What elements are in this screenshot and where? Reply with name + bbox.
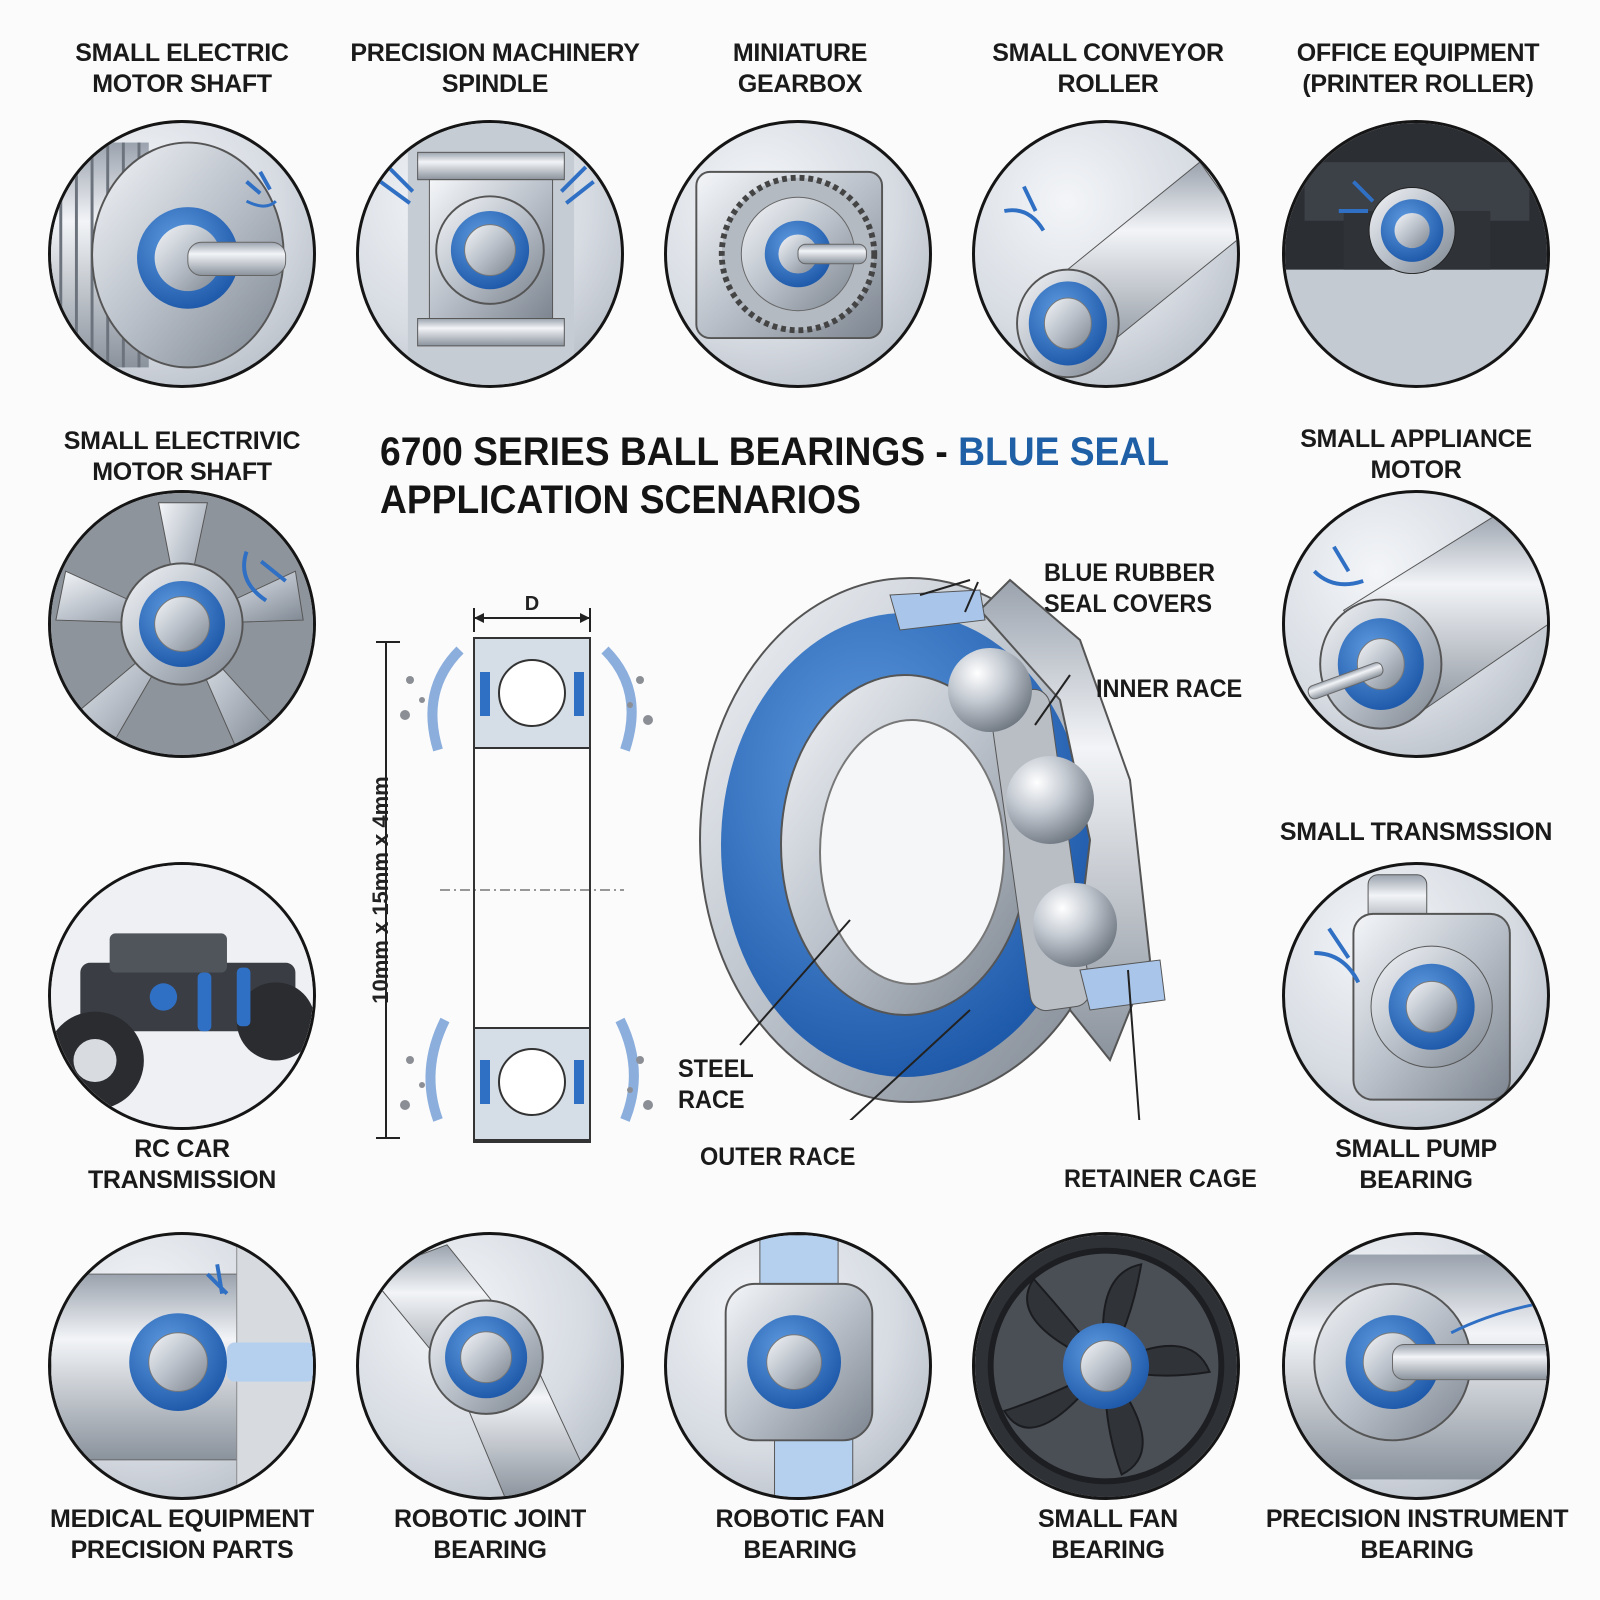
dimension-label: 10mm x 15mm x 4mm	[368, 776, 393, 1003]
pump-icon	[1282, 862, 1550, 1130]
app-label-printer: OFFICE EQUIPMENT(PRINTER ROLLER)	[1296, 39, 1540, 98]
fan-icon	[972, 1232, 1240, 1500]
precision-instrument-icon	[1282, 1232, 1550, 1500]
title-subtitle: APPLICATION SCENARIOS	[380, 478, 861, 522]
page-title: 6700 SERIES BALL BEARINGS - BLUE SEAL AP…	[380, 428, 1169, 524]
callout-outer-race: OUTER RACE	[700, 1143, 856, 1171]
conveyor-roller-icon	[972, 120, 1240, 388]
title-main: 6700 SERIES BALL BEARINGS -	[380, 430, 959, 474]
medical-equipment-icon	[48, 1232, 316, 1500]
printer-roller-icon	[1282, 120, 1550, 388]
title-accent: BLUE SEAL	[958, 430, 1169, 474]
rc-car-icon	[48, 862, 316, 1130]
gearbox-icon	[664, 120, 932, 388]
robotic-fan-icon	[664, 1232, 932, 1500]
cross-section-diagram: D 10mm x 15mm x 4mm	[368, 593, 653, 1143]
motor-shaft-icon	[48, 120, 316, 388]
spindle-icon	[356, 120, 624, 388]
app-label-transmission: SMALL TRANSMSSION	[1279, 818, 1553, 846]
bearing-cutaway-illustration	[699, 577, 1166, 1120]
appliance-motor-icon	[1282, 490, 1550, 758]
callout-retainer-cage: RETAINER CAGE	[1064, 1165, 1257, 1193]
callout-inner-race: INNER RACE	[1096, 675, 1243, 703]
robotic-joint-icon	[356, 1232, 624, 1500]
width-dimension-label: D	[525, 593, 539, 615]
wheel-hub-icon	[48, 490, 316, 758]
